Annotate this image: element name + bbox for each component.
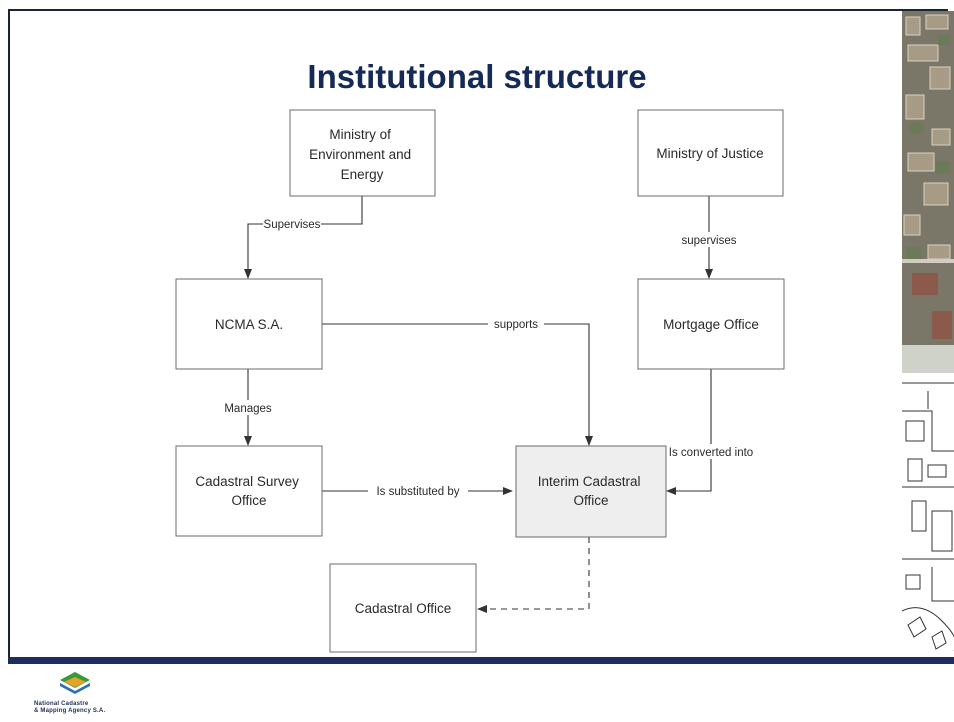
edge-label-converted: Is converted into [669, 447, 753, 459]
ncma-logo-icon [60, 672, 90, 694]
edge-label-manages: Manages [224, 403, 272, 415]
edge-supports [322, 323, 593, 446]
edge-converted [666, 369, 712, 495]
node-label-ministry-justice: Ministry of Justice [656, 146, 763, 161]
box-cadastral-office [329, 563, 477, 653]
box-mortgage-office [637, 278, 785, 370]
logo-text-line1: National Cadastre [34, 701, 89, 707]
aerial-map-strip-image [902, 11, 954, 657]
node-label-ncma: NCMA S.A. [215, 317, 283, 332]
edge-label-supervises: Supervises [264, 219, 321, 231]
edge-label-substituted: Is substituted by [376, 486, 459, 498]
node-label-mortgage-office: Mortgage Office [663, 317, 759, 332]
node-label-cadastral-office: Cadastral Office [355, 601, 452, 616]
box-cadastral-survey-office [175, 445, 323, 537]
box-interim-cadastral-office [515, 445, 667, 538]
edge-label-supervises-mortgage: supervises [682, 235, 737, 247]
node-label-ministry-env: Ministry of Environment and Energy [309, 127, 415, 182]
box-ministry-justice [637, 109, 784, 197]
slide-title: Institutional structure [307, 58, 647, 95]
slide-frame [8, 9, 948, 661]
box-ministry-env [289, 109, 436, 197]
ncma-logo: National Cadastre & Mapping Agency S.A. [30, 670, 120, 714]
logo-text-line2: & Mapping Agency S.A. [34, 708, 106, 714]
edge-label-supports: supports [494, 319, 538, 331]
bottom-divider-bar [8, 657, 954, 664]
edge-supervises-ncma [244, 196, 363, 279]
edge-becomes-cadastral [477, 537, 590, 613]
node-label-interim-cadastral-office: Interim Cadastral Office [538, 474, 645, 508]
node-label-cadastral-survey-office: Cadastral Survey Office [195, 474, 302, 508]
box-ncma [175, 278, 323, 370]
